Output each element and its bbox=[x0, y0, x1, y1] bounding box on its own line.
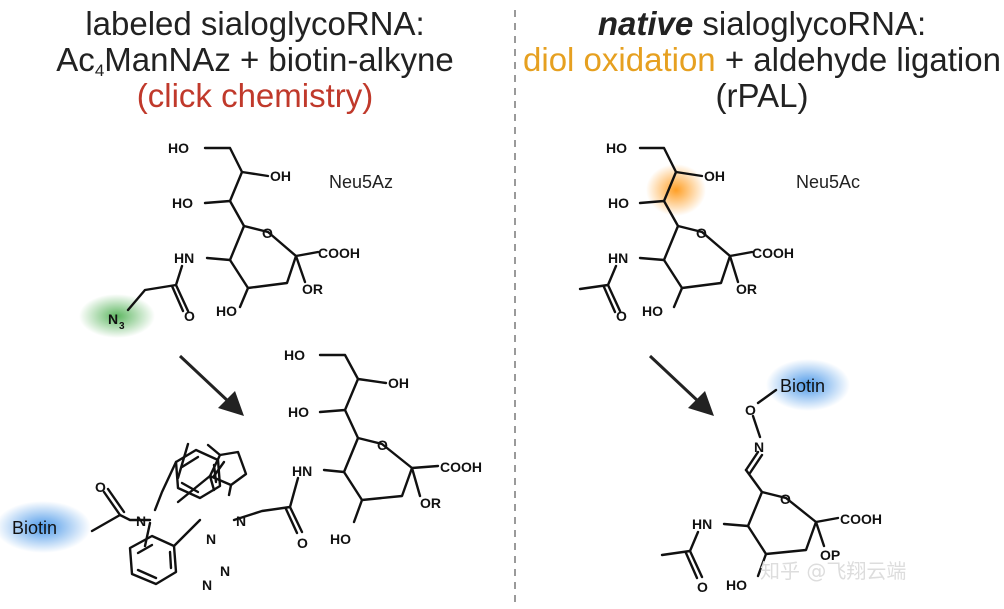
atom-hn: HN bbox=[174, 250, 194, 266]
atom-n: N bbox=[220, 563, 230, 579]
atom-ho: HO bbox=[216, 303, 237, 319]
left-title-line2: Ac4ManNAz + biotin-alkyne bbox=[0, 41, 510, 80]
oxime-o: O bbox=[745, 402, 756, 418]
atom-hn: HN bbox=[692, 516, 712, 532]
atom-ho: HO bbox=[168, 140, 189, 156]
right-title-ligation: + aldehyde ligation bbox=[715, 41, 1001, 78]
atom-o: O bbox=[696, 225, 707, 241]
right-title-line3: (rPAL) bbox=[715, 77, 809, 114]
left-title: labeled sialoglycoRNA: Ac4ManNAz + bioti… bbox=[0, 6, 510, 114]
atom-oh: OH bbox=[704, 168, 725, 184]
neu5az-structure bbox=[126, 146, 320, 313]
right-reaction-arrow bbox=[648, 354, 714, 416]
atom-ho: HO bbox=[606, 140, 627, 156]
atom-o: O bbox=[697, 579, 708, 595]
atom-cooh: COOH bbox=[440, 459, 482, 475]
atom-o: O bbox=[297, 535, 308, 551]
right-title-diol: diol oxidation bbox=[523, 41, 716, 78]
azide-label: N bbox=[108, 311, 118, 327]
left-title-line3: (click chemistry) bbox=[136, 77, 374, 114]
atom-or: OR bbox=[302, 281, 323, 297]
azide-subscript: 3 bbox=[119, 321, 125, 332]
atom-ho: HO bbox=[172, 195, 193, 211]
neu5ac-structure bbox=[578, 146, 754, 314]
atom-cooh: COOH bbox=[752, 245, 794, 261]
atom-hn: HN bbox=[608, 250, 628, 266]
atom-or: OR bbox=[736, 281, 757, 297]
atom-o: O bbox=[616, 308, 627, 324]
watermark: 知乎 @飞翔云端 bbox=[760, 559, 906, 583]
neu5az-labels: HO OH HO O HN COOH OR HO O N 3 Neu5Az bbox=[108, 140, 393, 332]
azide-highlight bbox=[79, 294, 155, 338]
biotin-highlight-right bbox=[766, 359, 850, 411]
atom-ho: HO bbox=[284, 347, 305, 363]
biotin-tag-right: Biotin bbox=[780, 376, 825, 396]
neu5ac-labels: HO OH HO O HN COOH OR HO O Neu5Ac bbox=[606, 140, 860, 324]
right-title-native: native bbox=[597, 5, 694, 42]
right-title: native sialoglycoRNA: diol oxidation + a… bbox=[520, 6, 1004, 114]
left-title-ac: Ac bbox=[56, 41, 95, 78]
right-title-line2: diol oxidation + aldehyde ligation bbox=[520, 42, 1004, 78]
right-title-rest: sialoglycoRNA: bbox=[693, 5, 927, 42]
atom-n: N bbox=[236, 513, 246, 529]
atom-hn: HN bbox=[292, 463, 312, 479]
atom-oh: OH bbox=[270, 168, 291, 184]
oxime-n: N bbox=[754, 439, 764, 455]
left-title-rest: ManNAz + biotin-alkyne bbox=[104, 41, 454, 78]
neu5ac-name: Neu5Ac bbox=[796, 172, 860, 192]
atom-oh: OH bbox=[388, 375, 409, 391]
right-title-line1: native sialoglycoRNA: bbox=[520, 6, 1004, 42]
left-title-sub: 4 bbox=[94, 61, 105, 80]
atom-cooh: COOH bbox=[318, 245, 360, 261]
biotin-tag-left: Biotin bbox=[12, 518, 57, 538]
diol-highlight bbox=[646, 164, 706, 216]
atom-o: O bbox=[780, 491, 791, 507]
atom-ho: HO bbox=[608, 195, 629, 211]
biotin-highlight-left bbox=[0, 501, 91, 553]
atom-or-partial: OP bbox=[820, 547, 840, 563]
atom-o: O bbox=[262, 225, 273, 241]
atom-cooh: COOH bbox=[840, 511, 882, 527]
atom-n: N bbox=[136, 513, 146, 529]
left-title-line1: labeled sialoglycoRNA: bbox=[85, 5, 425, 42]
atom-ho: HO bbox=[288, 404, 309, 420]
left-reaction-arrow bbox=[178, 354, 244, 416]
click-product-labels: HO OH HO O HN COOH OR HO O N N N N N O B… bbox=[12, 347, 482, 593]
atom-ho: HO bbox=[726, 577, 747, 593]
click-product-structure bbox=[90, 353, 440, 586]
atom-or: OR bbox=[420, 495, 441, 511]
atom-ho: HO bbox=[330, 531, 351, 547]
atom-n: N bbox=[206, 531, 216, 547]
neu5az-name: Neu5Az bbox=[329, 172, 393, 192]
atom-o: O bbox=[184, 308, 195, 324]
oxime-product-labels: Biotin O N O HN COOH OP HO O bbox=[692, 376, 882, 595]
oxime-product-structure bbox=[660, 388, 840, 580]
atom-o: O bbox=[377, 437, 388, 453]
atom-o: O bbox=[95, 479, 106, 495]
atom-n: N bbox=[202, 577, 212, 593]
atom-ho: HO bbox=[642, 303, 663, 319]
